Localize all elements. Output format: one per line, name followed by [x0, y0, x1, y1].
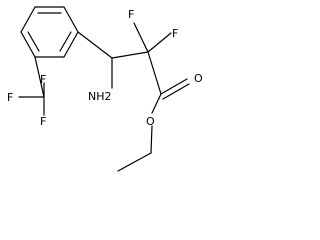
cf2-f-upper-bond — [133, 22, 149, 53]
molecule-structure: F F F F F NH2 O O — [7, 6, 203, 172]
carbonyl-oxygen-label: O — [194, 72, 203, 85]
ring-bond-6 — [20, 6, 36, 33]
carbonyl-double-bond-2 — [162, 83, 190, 100]
ring-to-cf3-bond — [34, 56, 45, 98]
ring-double-bond-right — [59, 31, 72, 52]
cf2-to-carbonyl-bond — [147, 51, 162, 95]
carbonyl-double-bond-1 — [160, 78, 188, 95]
cf2-fluorine-upper: F — [128, 8, 134, 21]
side-chain: F F NH2 O O — [77, 8, 203, 172]
ester-oxygen-label: O — [146, 115, 155, 128]
ester-oxygen-to-ch2-bond — [150, 125, 153, 154]
cf2-f-right-bond — [147, 32, 172, 53]
cf3-fluorine-left: F — [7, 91, 13, 104]
chiral-to-cf2-bond — [111, 51, 149, 59]
ring-to-chiral-carbon-bond — [77, 31, 113, 59]
ring-bond-5 — [20, 31, 36, 58]
cf3-fluorine-bottom: F — [40, 115, 46, 128]
ring-double-bond-left — [27, 31, 40, 52]
ethyl-ch2-ch3-bond — [117, 152, 152, 172]
carbonyl-to-ester-oxygen-bond — [151, 93, 162, 114]
ring-bond-3 — [63, 31, 79, 58]
trifluoromethyl-group: F F F — [7, 56, 46, 128]
structure-canvas: F F F F F NH2 O O — [0, 0, 219, 172]
cf2-fluorine-right: F — [172, 27, 178, 40]
amine-label: NH2 — [88, 90, 112, 103]
ring-bond-2 — [63, 6, 79, 33]
cf3-fluorine-top: F — [40, 73, 46, 86]
benzene-ring — [20, 6, 79, 58]
